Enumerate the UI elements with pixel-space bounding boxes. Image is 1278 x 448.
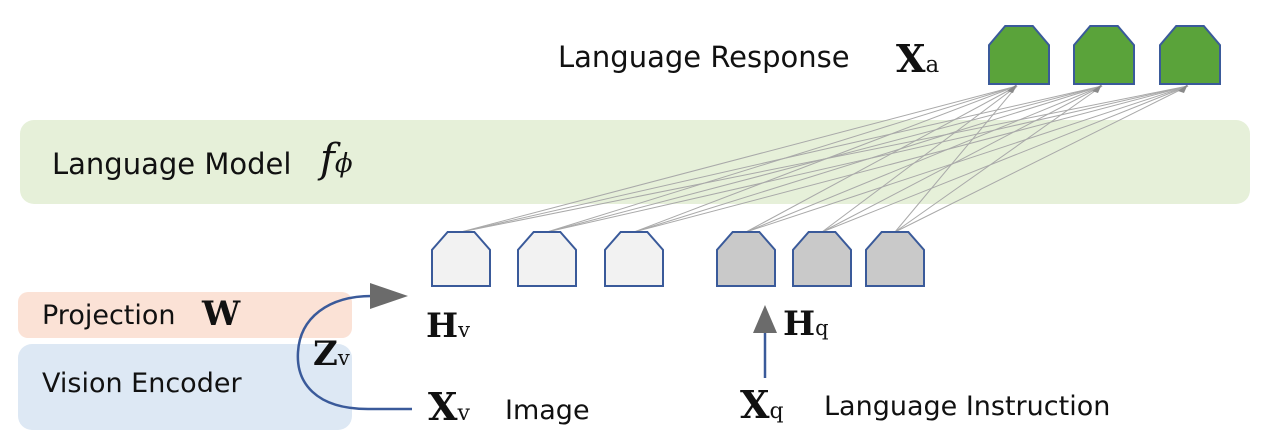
connection-line [745,85,1103,233]
vision-encoder-label: Vision Encoder [42,368,242,399]
h-v-symbol-main: H [426,306,459,346]
response-token [1159,25,1221,85]
connection-line [821,85,1103,233]
h-q-symbol-subscript: q [815,316,829,340]
connection-line [745,85,1018,233]
connection-line [546,85,1018,233]
language-model-text: Language Model [52,147,292,181]
instruction-token [716,231,776,287]
h-q-symbol: Hq [783,304,829,344]
response-token [988,25,1050,85]
response-token [1073,25,1135,85]
encoder-flow-arrowhead [370,283,408,309]
token-connections [460,84,1189,233]
language-model-symbol: fϕ [320,136,353,182]
connection-line [633,85,1018,233]
encoder-flow-arrow [296,294,412,411]
connection-line [633,85,1189,233]
language-response-text: Language Response [558,40,850,74]
z-symbol-subscript: v [337,346,350,370]
h-q-symbol-main: H [783,304,816,344]
x-q-symbol-main: X [740,382,770,427]
x-v-symbol-subscript: v [457,401,470,426]
projection-symbol-main: W [202,294,241,334]
z-symbol: Zv [313,334,350,374]
response-symbol-main: X [896,36,926,81]
response-symbol-subscript: a [925,52,940,78]
projection-box [18,292,352,338]
projection-text: Projection [42,300,176,331]
x-v-symbol-main: X [428,384,458,429]
connection-arrowhead [1092,84,1102,93]
connection-line [894,85,1018,233]
tokens [431,25,1221,287]
x-q-symbol-subscript: q [769,399,784,424]
language-instruction-text: Language Instruction [824,391,1111,422]
h-v-symbol-subscript: v [458,318,470,342]
connection-line [633,85,1103,233]
vision-encoder-text: Vision Encoder [42,368,242,399]
visual-token [517,231,577,287]
language-model-label: Language Model [52,147,291,181]
x-q-symbol: Xq [740,382,784,427]
image-label: Image [505,395,590,426]
visual-token [431,231,491,287]
vision-encoder-box [18,344,352,430]
connection-line [745,85,1189,233]
connection-line [460,85,1018,233]
connection-arrowhead [1007,84,1017,93]
connection-line [894,85,1189,233]
language-instruction-label: Language Instruction [824,391,1110,422]
projection-label: Projection [42,300,176,331]
visual-token [604,231,664,287]
h-v-symbol: Hv [426,306,470,346]
connection-line [821,85,1189,233]
language-model-band [20,120,1250,204]
x-v-symbol: Xv [428,384,470,429]
z-symbol-main: Z [313,334,338,374]
language-model-symbol-subscript: ϕ [334,149,353,179]
instruction-flow-arrowhead [753,305,777,333]
connection-line [894,85,1103,233]
image-text: Image [505,395,590,426]
language-response-label: Language Response [558,40,850,74]
language-model-symbol-main: f [320,136,335,182]
instruction-token [865,231,925,287]
connection-arrowhead [1178,84,1188,93]
projection-symbol: W [202,294,240,334]
connection-line [821,85,1018,233]
response-symbol: Xa [896,36,939,81]
instruction-token [792,231,852,287]
